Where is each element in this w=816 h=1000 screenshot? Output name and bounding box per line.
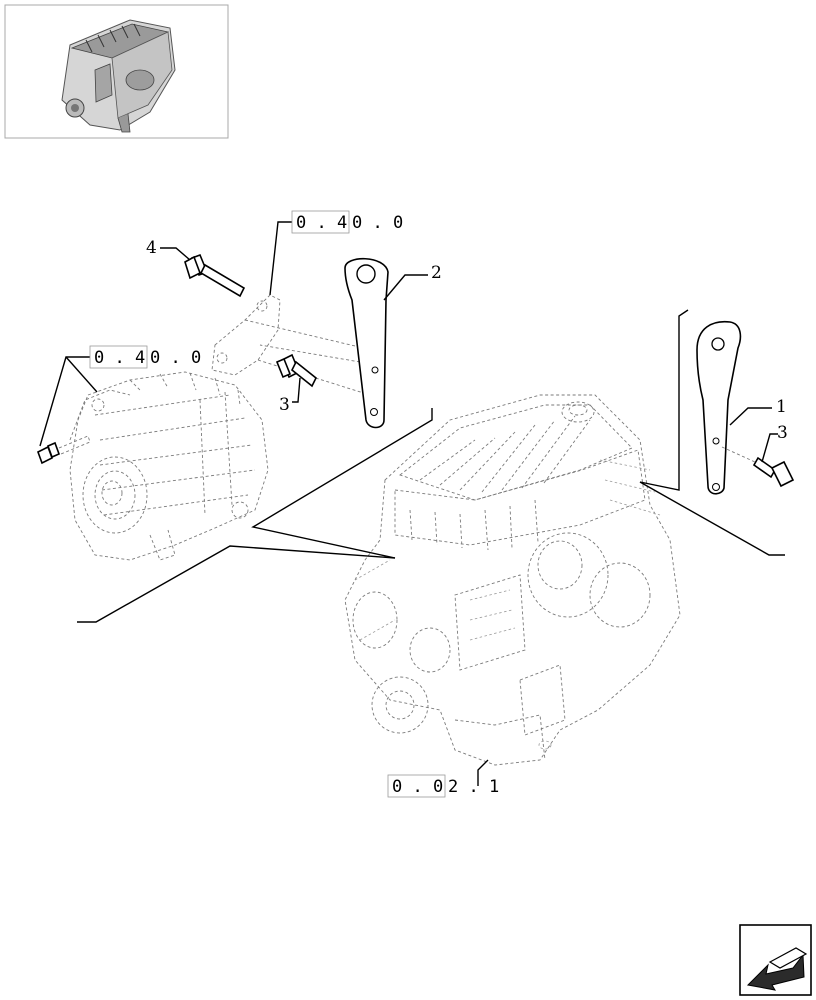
ref-040-left-boxed: 0 . 4 bbox=[94, 348, 145, 368]
leader-lines bbox=[39, 221, 785, 786]
thumbnail-engine-icon bbox=[61, 19, 176, 133]
alternator-bolt bbox=[37, 435, 91, 465]
part-number-3-left: 3 bbox=[279, 395, 290, 415]
ref-040-top-boxed: 0 . 4 bbox=[296, 213, 347, 233]
part-2-bracket[interactable] bbox=[344, 257, 389, 429]
ref-box bbox=[387, 774, 446, 798]
part-3-bolt-left[interactable] bbox=[275, 353, 318, 388]
part-number-1: 1 bbox=[776, 397, 787, 417]
next-page-arrow-icon[interactable] bbox=[739, 924, 812, 996]
part-number-4: 4 bbox=[146, 238, 157, 258]
alternator-drawing bbox=[69, 294, 379, 561]
part-number-2: 2 bbox=[431, 263, 442, 283]
ref-040-top-rest: 0 . 0 bbox=[352, 213, 403, 233]
ref-040-left[interactable]: 0 . 4 0 . 0 bbox=[89, 345, 201, 369]
part-3-bolt-right[interactable] bbox=[721, 446, 795, 488]
engine-drawing bbox=[344, 394, 681, 766]
ref-box bbox=[291, 210, 350, 234]
ref-040-top[interactable]: 0 . 4 0 . 0 bbox=[291, 210, 403, 234]
ref-040-left-rest: 0 . 0 bbox=[150, 348, 201, 368]
ref-021[interactable]: 0 . 0 2 . 1 bbox=[387, 774, 499, 798]
engine-thumbnail[interactable] bbox=[4, 4, 229, 139]
part-1-bracket[interactable] bbox=[696, 320, 742, 495]
part-number-3-right: 3 bbox=[777, 423, 788, 443]
ref-box bbox=[89, 345, 148, 369]
ref-021-rest: 2 . 1 bbox=[448, 777, 499, 797]
part-4-bolt[interactable] bbox=[184, 253, 246, 298]
ref-021-boxed: 0 . 0 bbox=[392, 777, 443, 797]
